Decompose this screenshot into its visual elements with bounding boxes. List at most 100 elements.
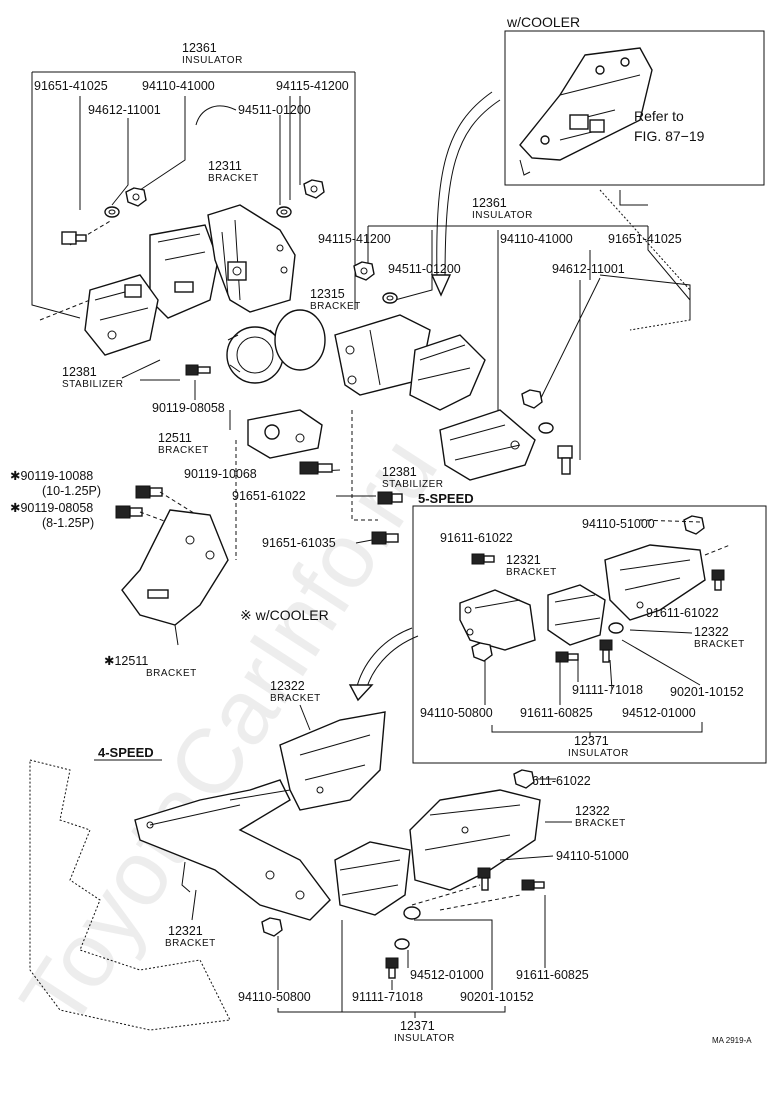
washer-icon <box>538 422 554 434</box>
bracket-12322-5spd-illustration <box>604 544 706 621</box>
nut-icon <box>303 179 325 199</box>
bolt-icon <box>115 505 143 519</box>
s5-part-91611-61022-a: 91611-61022 <box>440 531 513 545</box>
part-91651-61022: 91651-61022 <box>232 489 306 503</box>
bolt-icon <box>521 879 545 891</box>
s4-part-12322-b-desc: BRACKET <box>575 818 626 829</box>
bracket-12321-5spd-illustration <box>459 589 536 651</box>
part-12381-a: 12381 <box>62 365 97 379</box>
cooler-inset-title: w/COOLER <box>506 14 580 30</box>
bolt-icon <box>555 651 579 663</box>
s5-part-12371-desc: INSULATOR <box>568 748 629 759</box>
five-speed-section: 5-SPEED 94110-51000 91611-61022 12321 BR… <box>412 491 767 764</box>
mid-left-labels: 12381 STABILIZER 90119-08058 12511 BRACK… <box>62 359 341 481</box>
bolt-icon <box>599 639 613 663</box>
four-speed-section: 4-SPEED 12322 BRACKET 91611-61022 12322 … <box>29 189 691 1044</box>
part-94110-41000-a: 94110-41000 <box>142 79 215 93</box>
insulator-12371-5spd-illustration <box>547 584 606 646</box>
s4-part-94110-50800: 94110-50800 <box>238 990 311 1004</box>
s5-part-91111-71018: 91111-71018 <box>572 683 643 697</box>
part-94612-11001-b: 94612-11001 <box>552 262 625 276</box>
washer-icon <box>394 938 410 950</box>
part-90119-08058-a: 90119-08058 <box>152 401 225 415</box>
s4-part-12322-a: 12322 <box>270 679 305 693</box>
nut-icon <box>683 515 705 535</box>
bolt-icon <box>477 867 491 891</box>
part-12511-b-desc: BRACKET <box>146 668 197 679</box>
five-speed-frame <box>412 505 767 764</box>
five-speed-title: 5-SPEED <box>418 491 474 506</box>
s4-part-91611-60825: 91611-60825 <box>516 968 589 982</box>
center-lower-labels: 12381 STABILIZER 91651-61022 91651-61035 <box>232 410 444 560</box>
nut-icon <box>261 917 283 937</box>
part-94115-41200-b: 94115-41200 <box>318 232 391 246</box>
part-90119-10088-thread: (10-1.25P) <box>42 484 101 498</box>
cooler-bracket-illustration <box>519 47 653 176</box>
s5-part-91611-60825: 91611-60825 <box>520 706 593 720</box>
part-12361-a-desc: INSULATOR <box>182 55 243 66</box>
s5-part-12322: 12322 <box>694 625 729 639</box>
nut-icon <box>521 389 543 409</box>
bracket-12511-b-illustration <box>121 509 229 646</box>
part-12381-b-desc: STABILIZER <box>382 479 444 490</box>
crossmember-12321-illustration <box>134 779 331 921</box>
stabilizer-12381-b-illustration <box>439 409 536 481</box>
bracket-12322-4spd-upper-illustration <box>279 711 386 811</box>
washer-icon <box>276 206 292 218</box>
part-12361-b: 12361 <box>472 196 507 210</box>
part-94115-41200-a: 94115-41200 <box>276 79 349 93</box>
part-94110-41000-b: 94110-41000 <box>500 232 573 246</box>
drawing-code: MA 2919-A <box>712 1036 752 1045</box>
nut-icon <box>125 187 147 207</box>
s4-part-12322-a-desc: BRACKET <box>270 693 321 704</box>
bolt-icon <box>471 553 495 565</box>
part-94612-11001-a: 94612-11001 <box>88 103 161 117</box>
center-labels: 12361 INSULATOR 94115-41200 94110-41000 … <box>310 196 682 312</box>
s5-part-94110-51000: 94110-51000 <box>582 517 655 531</box>
bracket-12511-a-illustration <box>247 409 323 459</box>
washer-icon <box>403 906 421 920</box>
part-12511-a: 12511 <box>158 431 192 445</box>
part-12315-desc: BRACKET <box>310 301 361 312</box>
part-90119-10088: ✱90119-10088 <box>10 469 93 483</box>
insulator-12361-b-illustration <box>409 334 486 411</box>
bracket-12322-4spd-lower-illustration <box>409 789 541 891</box>
part-12511-b: ✱12511 <box>104 654 148 668</box>
four-speed-title: 4-SPEED <box>98 745 154 760</box>
part-90119-10068: 90119-10068 <box>184 467 257 481</box>
part-90119-08058-b: ✱90119-08058 <box>10 501 93 515</box>
part-12315: 12315 <box>310 287 345 301</box>
washer-icon <box>104 206 120 218</box>
part-90119-08058-b-thread: (8-1.25P) <box>42 516 94 530</box>
bolt-icon <box>377 491 403 505</box>
refer-to-text: Refer to <box>634 108 684 124</box>
s4-part-12371: 12371 <box>400 1019 435 1033</box>
s5-part-94110-50800: 94110-50800 <box>420 706 493 720</box>
bolt-icon <box>557 445 573 475</box>
s5-part-12322-desc: BRACKET <box>694 639 745 650</box>
bolt-icon <box>385 957 399 979</box>
s4-part-94110-51000: 94110-51000 <box>556 849 629 863</box>
nut-icon <box>513 769 535 789</box>
part-91651-41025-a: 91651-41025 <box>34 79 108 93</box>
s4-part-90201-10152: 90201-10152 <box>460 990 534 1004</box>
s5-part-91611-61022-b: 91611-61022 <box>646 606 719 620</box>
transmission-outline <box>29 189 691 1031</box>
part-94511-01200-a: 94511-01200 <box>238 103 311 117</box>
top-left-labels: 12361 INSULATOR 91651-41025 94110-41000 … <box>34 41 349 184</box>
bolt-icon <box>711 569 725 591</box>
star-bracket-group: ✱90119-10088 (10-1.25P) ✱90119-08058 (8-… <box>10 469 329 679</box>
part-12311-desc: BRACKET <box>208 173 259 184</box>
bracket-12311-illustration <box>207 204 296 313</box>
part-91651-61035: 91651-61035 <box>262 536 336 550</box>
part-12381-a-desc: STABILIZER <box>62 379 124 390</box>
nut-icon <box>471 642 493 662</box>
part-12361-b-desc: INSULATOR <box>472 210 533 221</box>
bolt-icon <box>371 531 399 545</box>
s4-part-94512-01000: 94512-01000 <box>410 968 484 982</box>
center-parts <box>299 261 573 545</box>
bolt-icon <box>135 485 163 499</box>
refer-fig-link[interactable]: FIG. 87−19 <box>634 128 705 144</box>
s4-part-91111-71018: 91111-71018 <box>352 990 423 1004</box>
part-12381-b: 12381 <box>382 465 417 479</box>
